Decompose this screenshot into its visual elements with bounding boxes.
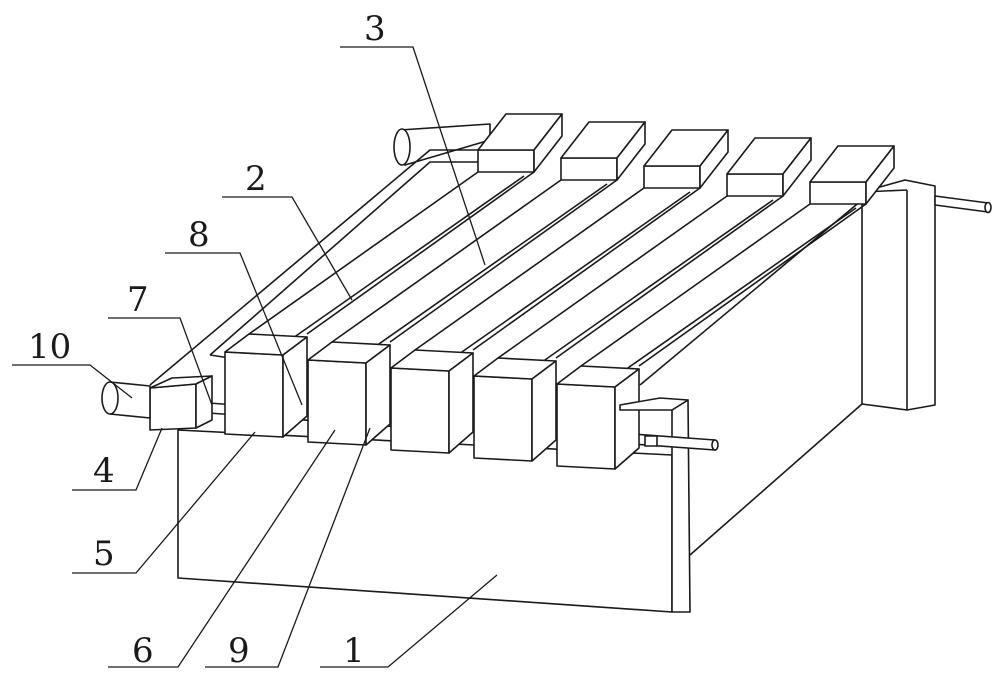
rear-cylinder bbox=[394, 124, 490, 165]
label-spacer-ring: 8 bbox=[188, 215, 210, 255]
key-pin bbox=[645, 436, 657, 446]
label-end-block: 4 bbox=[93, 451, 115, 491]
label-front-block: 5 bbox=[93, 534, 115, 574]
slat bbox=[415, 188, 700, 354]
back-block bbox=[478, 114, 562, 172]
label-motor-cylinder: 10 bbox=[28, 327, 71, 367]
slat bbox=[498, 196, 783, 362]
back-block bbox=[644, 130, 728, 188]
rear-post bbox=[862, 180, 935, 410]
end-block bbox=[150, 376, 212, 430]
slat bbox=[332, 180, 617, 346]
label-frame-bar: 2 bbox=[245, 159, 267, 199]
back-block bbox=[727, 138, 811, 196]
back-block bbox=[561, 122, 645, 180]
label-2: 2 bbox=[222, 159, 352, 300]
motor-cylinder bbox=[102, 382, 150, 418]
label-middle-block: 6 bbox=[132, 631, 154, 671]
slat bbox=[581, 204, 866, 370]
label-4: 4 bbox=[72, 428, 162, 491]
label-shaft: 7 bbox=[127, 280, 149, 320]
label-slat: 3 bbox=[364, 9, 386, 49]
rear-shaft bbox=[935, 196, 991, 213]
label-key-pin: 9 bbox=[228, 631, 250, 671]
front-block bbox=[308, 342, 390, 445]
front-block bbox=[474, 358, 556, 461]
label-base-box: 1 bbox=[343, 631, 365, 671]
slats bbox=[249, 114, 894, 370]
front-block bbox=[391, 350, 473, 453]
front-block bbox=[557, 366, 639, 469]
